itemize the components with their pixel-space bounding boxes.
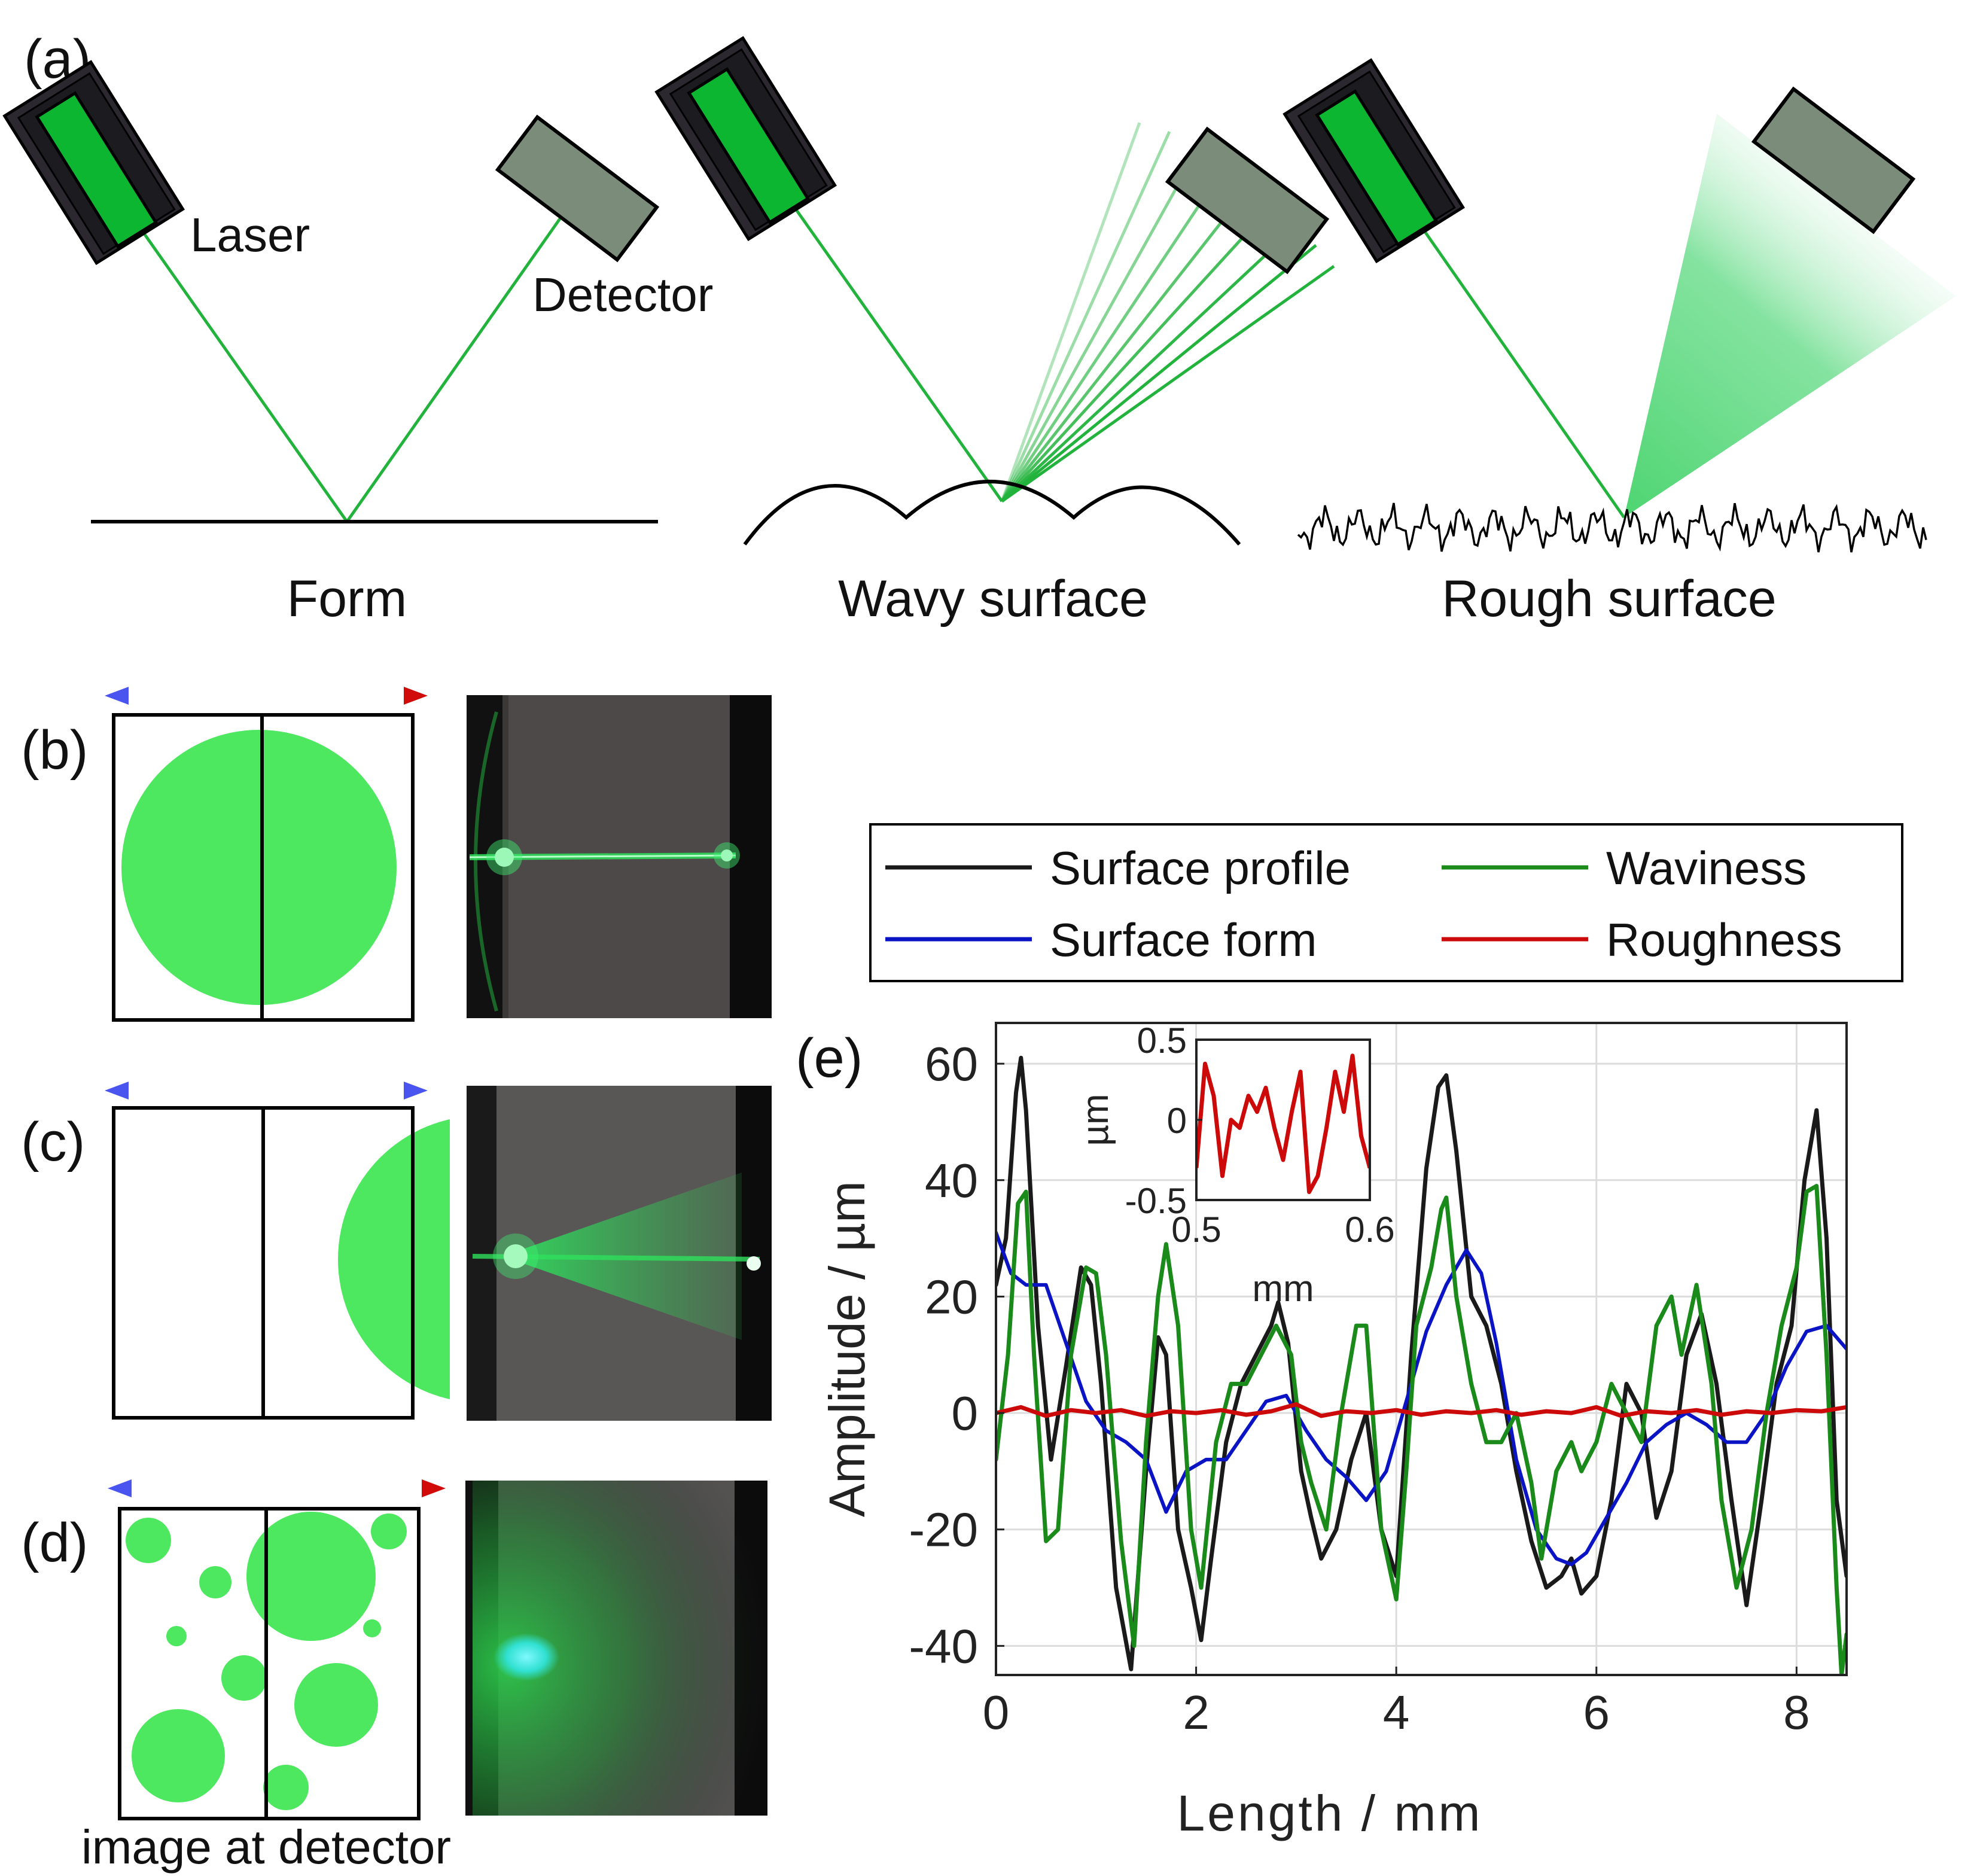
y-tick-label: -40 [909, 1619, 978, 1673]
form-scene: Laser Detector Form [2, 60, 713, 628]
panel-a: (a) Laser Detector Form [2, 29, 1956, 628]
x-tick-label: 2 [1183, 1686, 1210, 1739]
main-plot-frame [995, 1022, 1848, 1676]
legend-label-surface-profile: Surface profile [1050, 842, 1351, 894]
y-tick-label: -20 [909, 1503, 978, 1557]
panel-c: (c) [21, 1082, 772, 1436]
form-reflected-beam [345, 214, 564, 523]
series-line-waviness [996, 1184, 1847, 1675]
y-tick-label: 0 [952, 1387, 979, 1440]
reflection-spot [121, 730, 397, 1005]
inset-chart: 0.5 0.6 -0.5 0 0.5 mm µm [1075, 1021, 1395, 1309]
inset-series-layer [1196, 1053, 1370, 1195]
panel-e: (e) Surface profile Surface form Wavines… [796, 823, 1903, 1841]
inset-ticks: 0.5 0.6 -0.5 0 0.5 [1125, 1021, 1395, 1250]
panel-e-tag: (e) [796, 1028, 863, 1089]
diffuse-scatter-cone [1624, 114, 1956, 517]
panel-c-tag: (c) [21, 1111, 85, 1172]
panel-d-tag: (d) [21, 1512, 88, 1573]
main-ticks: 0 2 4 6 8 -40 -20 0 20 40 60 [909, 1037, 1810, 1739]
scan-direction-arrow [105, 1082, 428, 1100]
scan-direction-arrow [105, 687, 428, 705]
main-series-layer [996, 1055, 1847, 1675]
rough-surface [1297, 502, 1927, 553]
photo-c [467, 1086, 772, 1421]
detector-image-caption: image at detector [81, 1820, 451, 1874]
x-tick-label: 6 [1583, 1686, 1610, 1739]
legend-label-surface-form: Surface form [1050, 913, 1317, 966]
caption-rough: Rough surface [1442, 570, 1776, 628]
x-tick-label: 8 [1783, 1686, 1810, 1739]
wavy-surface [743, 480, 1241, 546]
caption-form: Form [287, 570, 407, 628]
detector-icon [1165, 126, 1330, 275]
inset-plot-area [1196, 1040, 1370, 1200]
photo-b [467, 695, 772, 1018]
scan-direction-arrow [108, 1479, 446, 1497]
wavy-scene: Wavy surface [654, 36, 1335, 628]
wavy-scattered-beams [1000, 122, 1335, 503]
inset-x-axis-label: mm [1252, 1268, 1314, 1309]
inset-x-tick-label: 0.5 [1171, 1210, 1221, 1250]
laser-icon [1283, 58, 1465, 264]
photo-d [465, 1481, 767, 1816]
inset-series-line [1196, 1053, 1370, 1195]
laser-label: Laser [190, 208, 310, 261]
panel-b-tag: (b) [21, 720, 88, 781]
speckle-spots [126, 1512, 407, 1810]
detector-frame [118, 1507, 421, 1820]
panel-b: (b) [21, 687, 772, 1022]
y-tick-label: 60 [925, 1037, 978, 1091]
detector-icon [495, 114, 660, 263]
y-tick-label: 20 [925, 1270, 978, 1323]
main-x-axis-label: Length / mm [1177, 1785, 1483, 1841]
inset-x-tick-label: 0.6 [1345, 1210, 1394, 1250]
panel-d: (d) image at detector [21, 1479, 767, 1874]
laser-icon [654, 36, 837, 242]
inset-y-tick-label: -0.5 [1125, 1181, 1187, 1221]
inset-y-axis-label: µm [1075, 1094, 1116, 1146]
wavy-incident-beam [788, 199, 1004, 502]
caption-wavy: Wavy surface [838, 570, 1148, 628]
x-tick-label: 4 [1383, 1686, 1410, 1739]
chart-legend: Surface profile Surface form Waviness Ro… [869, 823, 1903, 982]
inset-y-tick-label: 0.5 [1137, 1021, 1187, 1061]
x-tick-label: 0 [983, 1686, 1010, 1739]
main-y-axis-label: Amplitude / µm [819, 1181, 875, 1517]
laser-icon [2, 60, 185, 266]
inset-y-tick-label: 0 [1167, 1101, 1187, 1141]
legend-label-waviness: Waviness [1606, 842, 1807, 894]
y-tick-label: 40 [925, 1154, 978, 1207]
main-chart: 0 2 4 6 8 -40 -20 0 20 40 60 Length / mm Amplitude… [819, 1022, 1848, 1841]
detector-icon [1751, 86, 1916, 234]
form-incident-beam [136, 223, 349, 523]
series-line-surface-form [996, 1231, 1847, 1567]
legend-label-roughness: Roughness [1606, 913, 1842, 966]
series-line-roughness [996, 1402, 1847, 1418]
detector-label: Detector [532, 268, 713, 321]
rough-incident-beam [1416, 220, 1626, 519]
rough-scene: Rough surface [1283, 58, 1956, 628]
